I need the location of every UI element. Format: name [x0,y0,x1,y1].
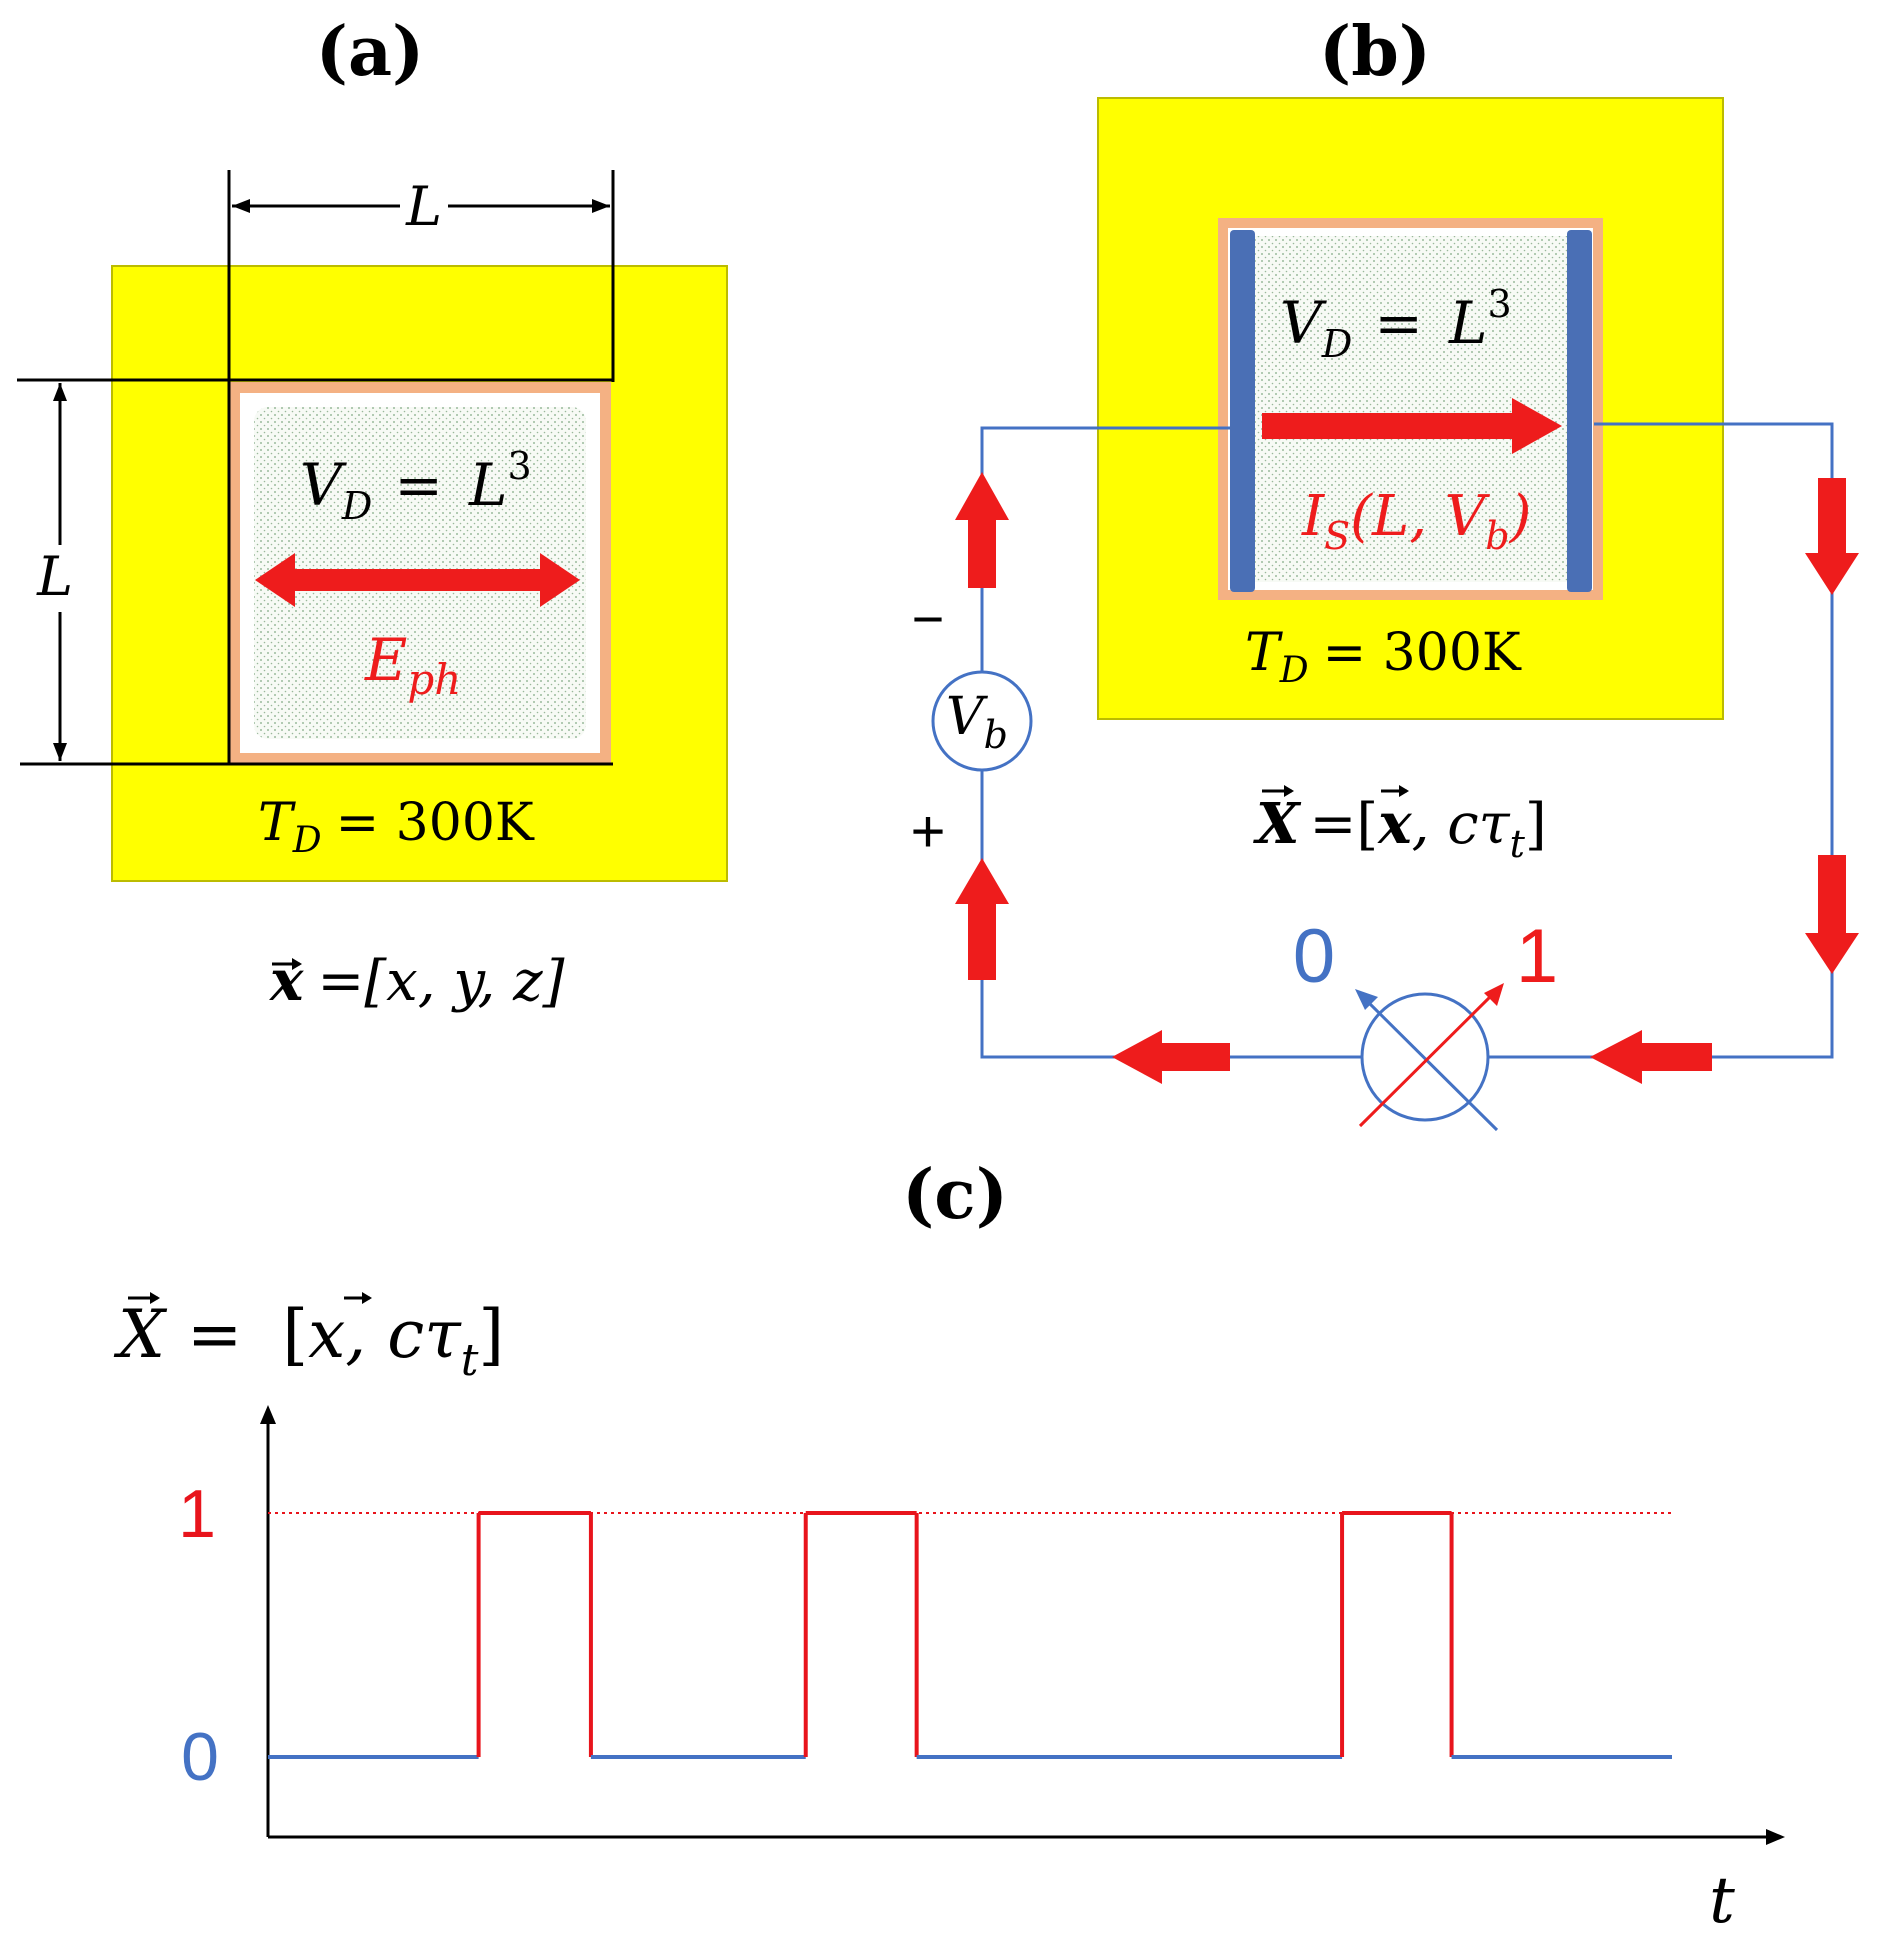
panel-c: (c) X=[x, cτt] t 1 0 [113,1155,1785,1938]
y-axis-arrow-icon [260,1405,276,1424]
panel-b: (b) VD=L3 IS(L, Vb) TD= 300K Vb − + [910,12,1859,1132]
arrow-up-icon [955,858,1009,980]
panel-a: (a) L L VD=L3 [17,12,728,1014]
dimension-lines-a [17,170,615,766]
temperature-label-a: TD= 300K [258,793,535,861]
volume-label-a: VD=L3 [300,444,532,528]
x-axis-label: t [1709,1864,1735,1938]
switch-state-1: 1 [1516,914,1558,999]
x-axis-arrow-icon [1766,1829,1785,1845]
chart-axes [266,1420,1770,1839]
dimension-arrowheads-a [53,199,610,761]
current-label-b: IS(L, Vb) [1301,484,1531,558]
right-electrode [1567,230,1592,592]
panel-c-label: (c) [902,1155,1008,1235]
volume-label-b: VD=L3 [1280,282,1512,366]
arrow-left-icon [1590,1030,1712,1084]
source-minus-sign: − [912,587,945,650]
y-tick-label: 1 [178,1476,216,1552]
panel-b-label: (b) [1319,12,1431,92]
y-tick-label: 0 [181,1719,219,1795]
vector-arrow-icon [1399,785,1409,797]
dimension-label-top: L [405,175,442,238]
voltage-source-label: Vb [946,687,1008,757]
vector-arrow-icon [1284,785,1294,797]
source-plus-sign: + [910,798,945,865]
voltage-source-icon [931,670,1033,772]
arrow-down-icon [1805,478,1859,595]
temperature-label-b: TD= 300K [1245,623,1522,691]
vector-arrow-icon [362,1292,372,1304]
dimension-label-left: L [36,545,73,608]
panel-a-label: (a) [316,12,424,92]
current-arrow-icon [1262,398,1562,454]
svg-text:X=[x, cτt]: X=[x, cτt] [1253,791,1547,866]
position-vector-a: x=[x, y, z] [269,948,565,1014]
switch-state-0: 0 [1293,914,1335,999]
switch-icon [1355,983,1504,1132]
spacetime-vector-b: X=[x, cτt] [1253,785,1547,866]
svg-text:x=[x, y, z]: x=[x, y, z] [269,948,565,1014]
chart-title: X=[x, cτt] [113,1292,504,1386]
left-electrode [1230,230,1255,592]
vector-arrow-icon [292,958,302,970]
arrow-left-icon [1112,1030,1230,1084]
vector-arrow-icon [150,1292,160,1304]
double-arrow-icon [255,553,580,607]
svg-text:X=[x, cτt]: X=[x, cτt] [113,1296,504,1386]
arrow-up-icon [955,472,1009,588]
arrow-down-icon [1805,855,1859,974]
field-label-a: Eph [364,626,461,704]
circuit-flow-arrows [955,472,1859,1084]
signal-trace [268,1511,1672,1759]
